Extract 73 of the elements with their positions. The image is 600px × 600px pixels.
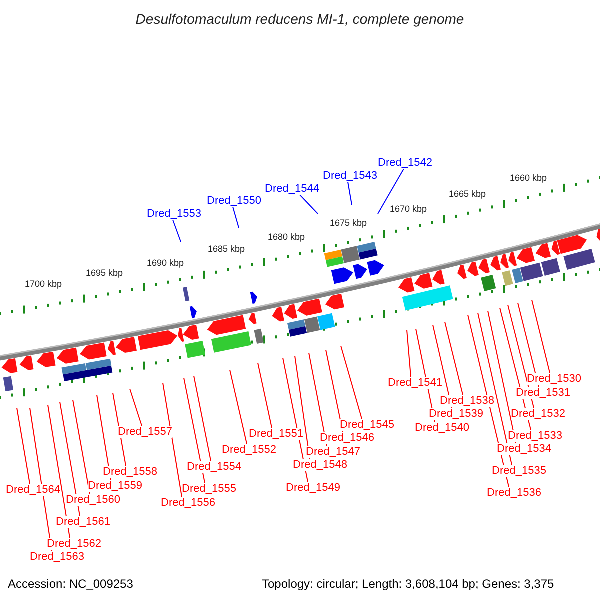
gene-label: Dred_1552 <box>222 444 276 456</box>
leader-line <box>16 408 30 484</box>
gene-label: Dred_1539 <box>429 408 484 420</box>
scale-label: 1675 kbp <box>330 217 368 230</box>
gene-label: Dred_1543 <box>323 170 378 182</box>
gene-label: Dred_1549 <box>286 482 340 494</box>
gene-label: Dred_1564 <box>6 484 60 496</box>
gene-label: Dred_1557 <box>118 426 172 438</box>
gene-label: Dred_1551 <box>249 428 304 440</box>
leader-line <box>230 370 248 444</box>
gene-label: Dred_1559 <box>88 480 142 492</box>
gene-label: Dred_1538 <box>440 395 494 407</box>
gene-label: Dred_1541 <box>388 377 442 389</box>
scale-label: 1665 kbp <box>449 188 486 201</box>
leader-line <box>96 394 112 480</box>
leader-line <box>406 330 412 378</box>
leader-line <box>488 310 516 444</box>
leader-line <box>508 304 534 408</box>
leader-line <box>130 388 142 426</box>
gene-label: Dred_1542 <box>378 157 432 169</box>
leader-line <box>72 400 90 494</box>
leader-line <box>340 346 362 420</box>
gene-label: Dred_1562 <box>47 538 102 550</box>
footer-text: Accession: NC_009253 <box>8 576 134 593</box>
gene-label: Dred_1531 <box>516 387 570 399</box>
gene-label: Dred_1544 <box>265 183 320 195</box>
gene-label: Dred_1561 <box>56 516 110 528</box>
gene-label: Dred_1547 <box>306 446 360 458</box>
gene-label: Dred_1553 <box>147 208 202 220</box>
leader-line <box>172 220 182 242</box>
leader-line <box>444 322 464 396</box>
leader-line <box>194 376 212 462</box>
leader-line <box>300 194 318 214</box>
gene-label: Dred_1555 <box>182 483 236 495</box>
scale-label: 1680 kbp <box>268 231 306 244</box>
leader-line <box>378 168 404 214</box>
leader-line <box>232 206 240 228</box>
gene-label: Dred_1550 <box>207 195 262 207</box>
title: Desulfotomaculum reducens MI-1, complete genome <box>134 10 466 29</box>
leader-line <box>518 302 540 388</box>
gene-label: Dred_1545 <box>340 419 394 431</box>
leader-line <box>48 404 70 538</box>
gene-label: Dred_1540 <box>415 422 470 434</box>
leader-line <box>258 362 272 428</box>
leader-line <box>184 378 206 484</box>
gene-label: Dred_1533 <box>508 430 562 442</box>
gene-label: Dred_1560 <box>66 494 120 506</box>
gene-label: Dred_1532 <box>511 408 566 420</box>
footer-text: Topology: circular; Length: 3,608,104 bp; Genes: 3,375 <box>262 576 554 593</box>
gene-label: Dred_1530 <box>527 373 582 385</box>
gene-label: Dred_1534 <box>497 443 552 455</box>
gene-label: Dred_1536 <box>487 487 542 499</box>
gene-label: Dred_1556 <box>161 497 216 509</box>
gene-label: Dred_1548 <box>293 459 348 471</box>
gene-label: Dred_1554 <box>187 461 242 473</box>
gene-label: Dred_1535 <box>492 465 546 477</box>
scale-label: 1660 kbp <box>510 172 548 185</box>
scale-label: 1695 kbp <box>86 267 124 280</box>
leader-line <box>308 352 328 446</box>
leader-line <box>432 324 452 408</box>
leader-line <box>294 356 310 460</box>
leader-line <box>162 382 182 498</box>
gene-label: Dred_1558 <box>103 466 158 478</box>
gene-label: Dred_1546 <box>320 432 374 444</box>
leader-line <box>60 402 80 516</box>
leader-line <box>532 300 550 374</box>
leader-line <box>348 182 352 206</box>
scale-label: 1685 kbp <box>208 243 246 256</box>
scale-label: 1690 kbp <box>147 257 184 270</box>
scale-label: 1700 kbp <box>25 278 62 291</box>
scale-label: 1670 kbp <box>390 203 428 216</box>
gene-label: Dred_1563 <box>30 551 84 563</box>
leader-line <box>478 312 512 466</box>
